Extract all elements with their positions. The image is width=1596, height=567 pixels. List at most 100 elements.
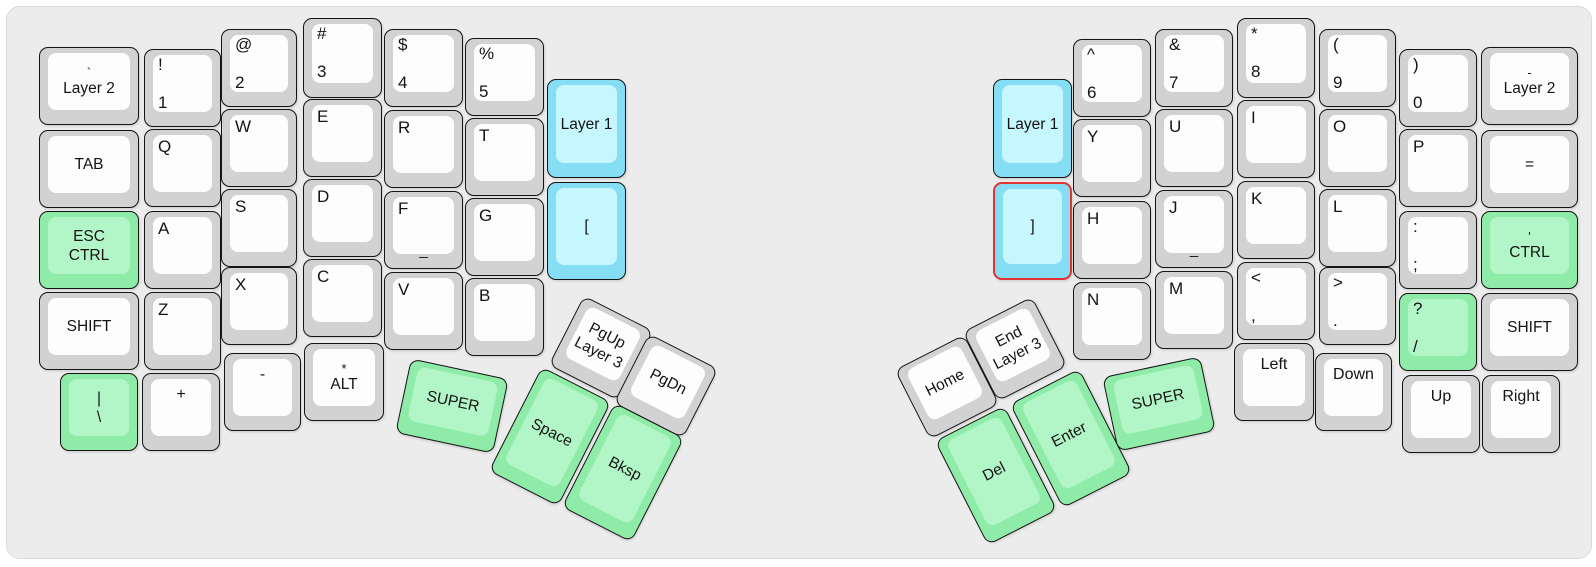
key-legends: #3: [304, 19, 381, 97]
key-label: A: [158, 219, 170, 238]
key-label: +: [176, 386, 186, 403]
key-num-7[interactable]: &7: [1155, 29, 1233, 107]
key-num-1[interactable]: !1: [144, 49, 221, 127]
key-legends: &7: [1156, 30, 1232, 106]
key-u[interactable]: U: [1155, 109, 1233, 187]
key-alt[interactable]: *ALT: [304, 343, 384, 421]
key-layer1-left[interactable]: Layer 1: [547, 79, 626, 178]
key-legends: $4: [385, 30, 462, 106]
key-arrow-right[interactable]: Right: [1482, 375, 1560, 453]
key-label: *: [1251, 24, 1258, 43]
keycap-top: [1082, 288, 1142, 345]
key-n[interactable]: N: [1073, 282, 1151, 360]
keycap-top: [312, 185, 373, 242]
key-semicolon[interactable]: :;: [1399, 211, 1477, 289]
key-comma[interactable]: <,: [1237, 262, 1315, 340]
key-num-9[interactable]: (9: [1319, 29, 1396, 107]
key-num-3[interactable]: #3: [303, 18, 382, 98]
key-num-5[interactable]: %5: [465, 38, 544, 116]
key-period[interactable]: >.: [1319, 267, 1396, 345]
key-equals[interactable]: =: [1481, 130, 1578, 208]
key-layer2-left[interactable]: `Layer 2: [39, 47, 139, 125]
key-label: Enter: [1048, 418, 1090, 451]
key-legends: G: [466, 199, 543, 275]
key-slash[interactable]: ?/: [1399, 293, 1477, 371]
key-i[interactable]: I: [1237, 100, 1315, 178]
key-arrow-left[interactable]: Left: [1234, 343, 1314, 421]
key-j[interactable]: J_: [1155, 190, 1233, 268]
key-o[interactable]: O: [1319, 109, 1396, 187]
key-legends: |\: [61, 374, 137, 450]
key-t[interactable]: T: [465, 118, 544, 196]
key-w[interactable]: W: [221, 109, 297, 187]
key-label: 4: [398, 73, 408, 92]
key-m[interactable]: M: [1155, 271, 1233, 349]
key-z[interactable]: Z: [144, 292, 221, 370]
key-legends: SHIFT: [40, 293, 138, 369]
keycap-top: [1243, 349, 1305, 406]
key-label: 9: [1333, 73, 1343, 92]
key-minus-left[interactable]: -: [224, 353, 301, 431]
key-f[interactable]: F_: [384, 191, 463, 269]
key-ctrl-right[interactable]: 'CTRL: [1481, 211, 1578, 289]
key-p[interactable]: P: [1399, 129, 1477, 207]
key-rbracket[interactable]: ]: [993, 182, 1072, 280]
key-label: \: [96, 408, 102, 426]
key-q[interactable]: Q: [144, 129, 221, 207]
key-label: J: [1169, 198, 1178, 217]
key-shift-left[interactable]: SHIFT: [39, 292, 139, 370]
key-a[interactable]: A: [144, 211, 221, 289]
keycap-top: [474, 124, 535, 181]
key-label: 2: [235, 73, 245, 92]
key-label: $: [398, 35, 408, 54]
key-layer2-right[interactable]: -Layer 2: [1481, 47, 1578, 125]
key-e[interactable]: E: [303, 99, 382, 177]
key-plus[interactable]: +: [142, 373, 220, 451]
key-super-right[interactable]: SUPER: [1102, 356, 1216, 452]
key-y[interactable]: Y: [1073, 119, 1151, 197]
keycap-top: [556, 85, 617, 163]
key-num-8[interactable]: *8: [1237, 18, 1315, 98]
key-label: W: [235, 117, 252, 136]
key-h[interactable]: H: [1073, 201, 1151, 279]
key-legends: Layer 1: [994, 80, 1071, 177]
key-s[interactable]: S: [221, 189, 297, 267]
key-legends: )0: [1400, 50, 1476, 126]
keycap-top: [1164, 196, 1224, 253]
key-num-2[interactable]: @2: [221, 29, 297, 107]
key-arrow-down[interactable]: Down: [1315, 353, 1392, 431]
key-num-0[interactable]: )0: [1399, 49, 1477, 127]
key-lbracket[interactable]: [: [547, 182, 626, 280]
key-num-4[interactable]: $4: [384, 29, 463, 107]
key-label: ^: [1087, 45, 1095, 64]
key-k[interactable]: K: [1237, 181, 1315, 259]
key-b[interactable]: B: [465, 278, 544, 356]
key-label: Z: [158, 300, 169, 319]
key-tab[interactable]: TAB: [39, 130, 139, 208]
key-legends: -: [225, 354, 300, 430]
keycap-top: [153, 217, 212, 274]
key-layer1-right[interactable]: Layer 1: [993, 79, 1072, 178]
key-label: -: [259, 366, 266, 383]
key-num-6[interactable]: ^6: [1073, 39, 1151, 117]
key-super-left[interactable]: SUPER: [395, 358, 509, 454]
key-l[interactable]: L: [1319, 189, 1396, 267]
key-g[interactable]: G: [465, 198, 544, 276]
key-label: Layer 2: [1503, 79, 1556, 97]
key-pipe-backslash[interactable]: |\: [60, 373, 138, 451]
key-label: I: [1251, 108, 1256, 127]
key-legends: `Layer 2: [40, 48, 138, 124]
keycap-top: [312, 24, 373, 83]
key-r[interactable]: R: [384, 110, 463, 188]
key-d[interactable]: D: [303, 179, 382, 257]
key-label: 3: [317, 62, 327, 81]
key-shift-right[interactable]: SHIFT: [1481, 293, 1578, 371]
key-v[interactable]: V: [384, 272, 463, 350]
key-legends: E: [304, 100, 381, 176]
keycap-top: [1408, 217, 1468, 274]
key-x[interactable]: X: [221, 267, 297, 345]
key-c[interactable]: C: [303, 259, 382, 337]
key-arrow-up[interactable]: Up: [1402, 375, 1480, 453]
